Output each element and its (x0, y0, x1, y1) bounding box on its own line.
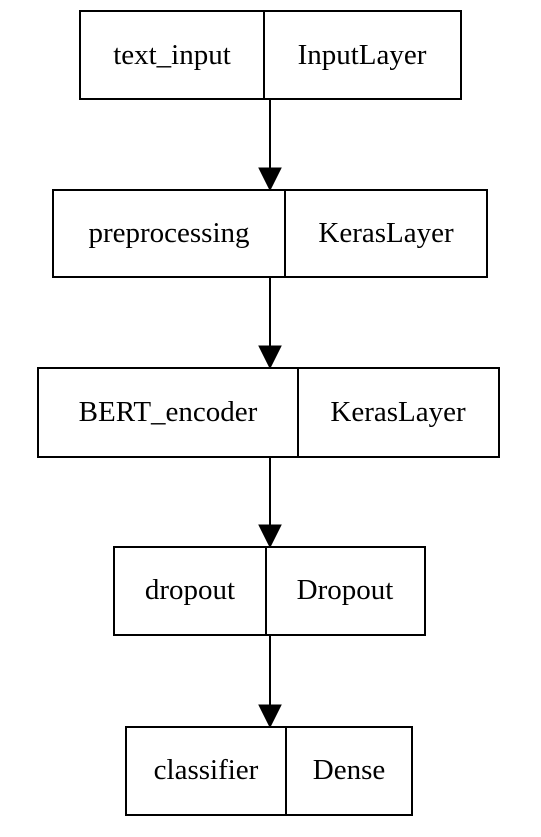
arrowhead-icon (258, 524, 282, 549)
node-classifier: classifier Dense (125, 726, 413, 816)
node-name-label: preprocessing (88, 217, 249, 249)
node-dropout: dropout Dropout (113, 546, 426, 636)
node-type-label: KerasLayer (318, 217, 454, 249)
node-bert-encoder: BERT_encoder KerasLayer (37, 367, 500, 458)
arrowhead-icon (258, 167, 282, 192)
node-preprocessing: preprocessing KerasLayer (52, 189, 488, 278)
node-type-label: Dropout (297, 574, 394, 606)
arrowhead-icon (258, 704, 282, 729)
edge-dropout-to-classifier (258, 635, 282, 729)
edge-preprocessing-to-bert-encoder (258, 277, 282, 370)
node-type-label: KerasLayer (330, 396, 466, 428)
node-type-label: Dense (313, 754, 385, 786)
node-name-label: classifier (154, 754, 259, 786)
node-name-label: dropout (145, 574, 235, 606)
edge-text-input-to-preprocessing (258, 99, 282, 192)
node-text-input: text_input InputLayer (79, 10, 462, 100)
node-name-label: text_input (113, 39, 231, 71)
node-name-label: BERT_encoder (79, 396, 258, 428)
arrowhead-icon (258, 345, 282, 370)
edge-bert-encoder-to-dropout (258, 457, 282, 549)
node-type-label: InputLayer (298, 39, 427, 71)
